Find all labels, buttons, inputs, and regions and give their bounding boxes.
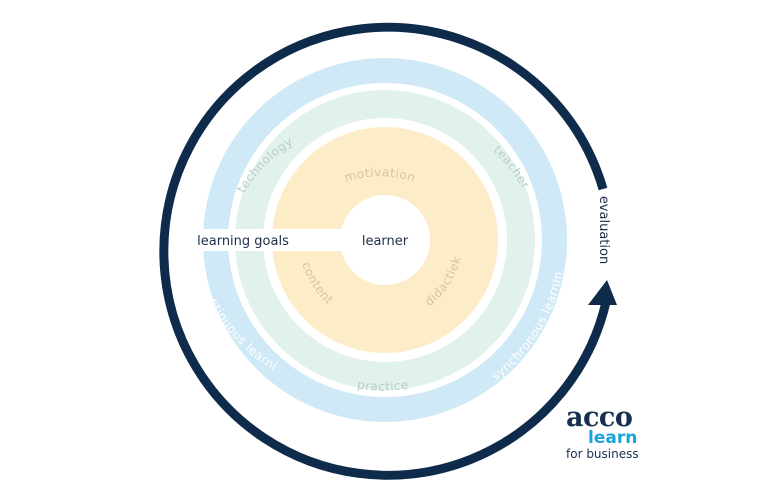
learner-label: learner (362, 234, 409, 249)
learner-center (340, 195, 430, 285)
practice-label: practice (356, 378, 409, 394)
logo-tagline: for business (566, 447, 639, 461)
logo-brand: acco (566, 402, 633, 433)
acco-learn-logo: acco learn for business (566, 404, 666, 460)
logo-product: learn (588, 428, 638, 448)
evaluation-label: evaluation (596, 196, 611, 264)
motivation-label: motivation (343, 165, 417, 184)
learning-goals-label: learning goals (197, 234, 289, 249)
learning-goals-band (175, 229, 387, 251)
arrow-head-icon (588, 280, 617, 305)
evaluation-cycle-arrow (159, 22, 611, 480)
